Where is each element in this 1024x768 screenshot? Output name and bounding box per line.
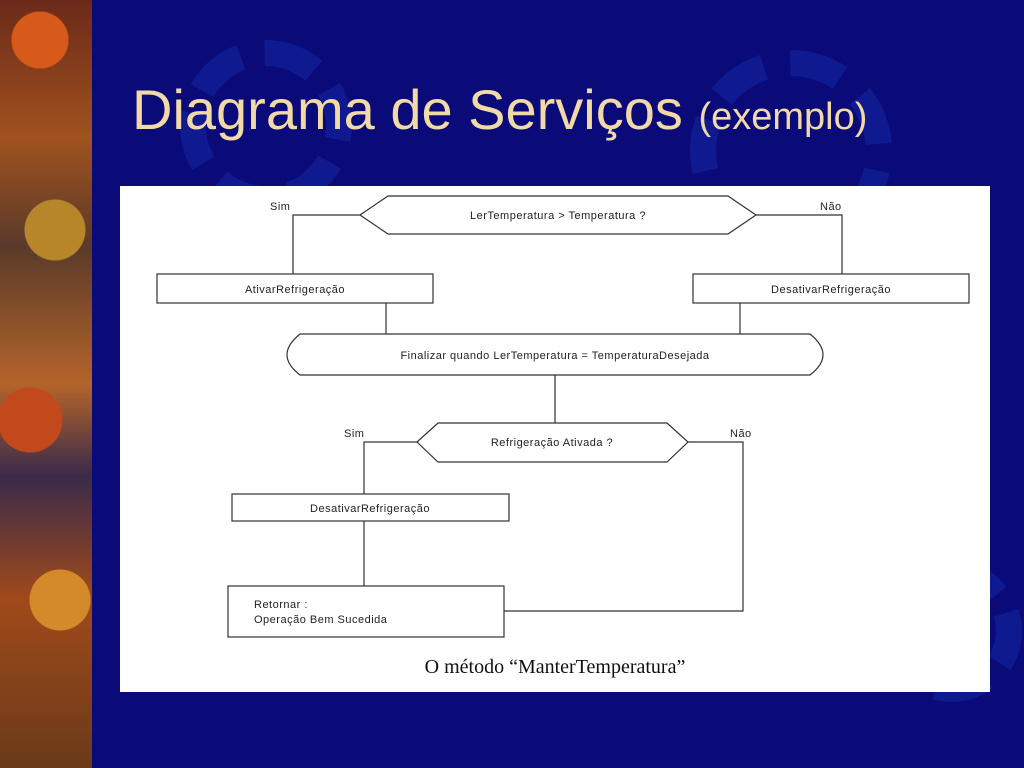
deactivate-refrigeration-top-label: DesativarRefrigeração	[771, 284, 891, 296]
activate-box-shape	[156, 273, 434, 304]
connector-sim-left	[292, 214, 360, 274]
slide-title-main: Diagrama de Serviços	[132, 78, 683, 141]
figure-caption: O método “ManterTemperatura”	[424, 656, 686, 678]
deactivate-refrigeration-bottom-label: DesativarRefrigeração	[310, 503, 430, 515]
connector-nao-right-2	[504, 441, 744, 612]
decision-temperature-label: LerTemperatura > Temperatura ?	[470, 210, 646, 222]
loop-condition-label: Finalizar quando LerTemperatura = Temper…	[400, 350, 709, 362]
flowchart-diagram: LerTemperatura > Temperatura ? Sim Não A…	[156, 195, 970, 638]
deactivate-bottom-box-shape	[231, 493, 510, 522]
activate-refrigeration-label: AtivarRefrigeração	[245, 284, 345, 296]
label-nao-2: Não	[730, 428, 752, 440]
flowchart-figure: LerTemperatura > Temperatura ? Sim Não A…	[120, 186, 990, 692]
connector-nao-right	[756, 214, 843, 274]
label-sim-2: Sim	[344, 428, 364, 440]
connector-sim-left-2	[363, 441, 417, 494]
slide-title-subtitle: (exemplo)	[698, 96, 868, 138]
slide-title: Diagrama de Serviços (exemplo)	[132, 82, 867, 138]
decorative-gear-strip	[0, 0, 92, 768]
return-label-line1: Retornar :	[254, 599, 308, 611]
decision-refrigeration-label: Refrigeração Ativada ?	[491, 437, 613, 449]
label-sim-1: Sim	[270, 201, 290, 213]
return-label-line2: Operação Bem Sucedida	[254, 614, 388, 626]
return-box-shape	[227, 585, 505, 638]
loop-condition-shape	[286, 333, 824, 376]
label-nao-1: Não	[820, 201, 842, 213]
deactivate-top-box-shape	[692, 273, 970, 304]
